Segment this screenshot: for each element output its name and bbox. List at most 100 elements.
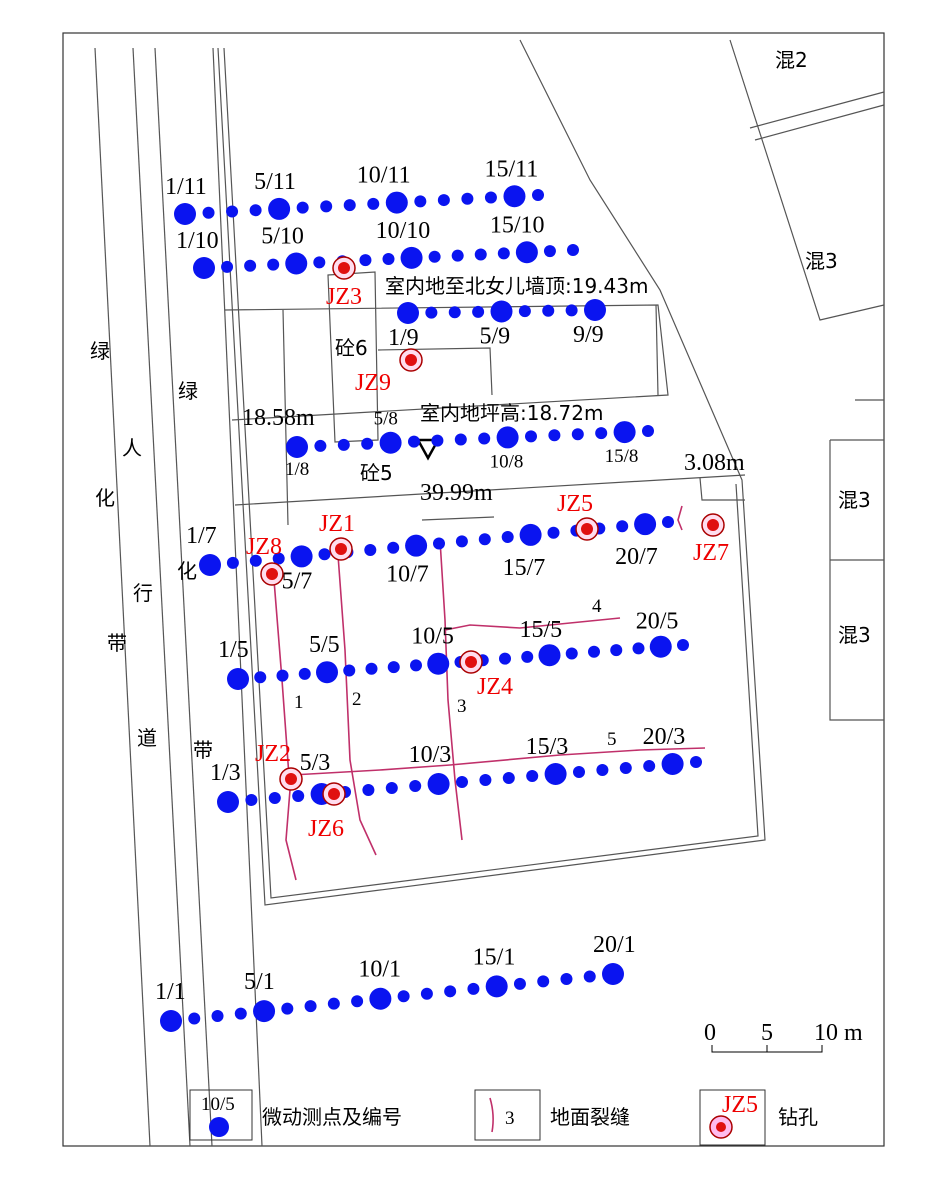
- measurement-point[interactable]: [526, 770, 539, 782]
- measurement-point[interactable]: [448, 306, 461, 319]
- major-measurement-point[interactable]: [400, 246, 423, 269]
- major-measurement-point[interactable]: [649, 635, 672, 658]
- measurement-point[interactable]: [221, 260, 234, 273]
- measurement-point[interactable]: [254, 671, 267, 684]
- measurement-point[interactable]: [542, 304, 555, 317]
- measurement-point[interactable]: [234, 1007, 247, 1020]
- measurement-point[interactable]: [478, 432, 491, 445]
- major-measurement-point[interactable]: [285, 252, 308, 275]
- measurement-point[interactable]: [588, 645, 600, 658]
- measurement-point[interactable]: [367, 197, 380, 210]
- major-measurement-point[interactable]: [613, 421, 636, 444]
- measurement-point[interactable]: [304, 1000, 317, 1013]
- measurement-point[interactable]: [276, 669, 289, 682]
- borehole-jz5[interactable]: JZ5: [557, 491, 599, 541]
- major-measurement-point[interactable]: [268, 197, 291, 220]
- measurement-point[interactable]: [616, 520, 629, 533]
- measurement-point[interactable]: [571, 428, 584, 441]
- major-measurement-point[interactable]: [227, 668, 249, 690]
- major-measurement-point[interactable]: [193, 257, 215, 279]
- measurement-point[interactable]: [420, 987, 433, 1000]
- measurement-point[interactable]: [298, 667, 311, 680]
- measurement-point[interactable]: [461, 192, 474, 205]
- measurement-point[interactable]: [226, 556, 239, 569]
- measurement-point[interactable]: [662, 516, 674, 528]
- measurement-point[interactable]: [267, 258, 280, 271]
- major-measurement-point[interactable]: [397, 302, 419, 324]
- measurement-point[interactable]: [619, 762, 632, 774]
- measurement-point[interactable]: [518, 305, 531, 318]
- measurement-point[interactable]: [451, 249, 464, 262]
- major-measurement-point[interactable]: [199, 554, 221, 576]
- measurement-point[interactable]: [501, 531, 514, 544]
- major-measurement-point[interactable]: [519, 523, 542, 546]
- borehole-jz2[interactable]: JZ2: [255, 741, 303, 791]
- measurement-point[interactable]: [244, 259, 257, 272]
- major-measurement-point[interactable]: [634, 513, 657, 536]
- major-measurement-point[interactable]: [538, 644, 561, 667]
- measurement-point[interactable]: [499, 652, 511, 665]
- measurement-point[interactable]: [387, 541, 400, 554]
- major-measurement-point[interactable]: [503, 185, 526, 208]
- major-measurement-point[interactable]: [427, 652, 450, 675]
- borehole-jz6[interactable]: JZ6: [308, 782, 346, 842]
- measurement-point[interactable]: [565, 647, 578, 660]
- measurement-point[interactable]: [318, 548, 331, 561]
- measurement-point[interactable]: [382, 253, 395, 265]
- measurement-point[interactable]: [596, 764, 609, 776]
- major-measurement-point[interactable]: [490, 300, 513, 323]
- measurement-point[interactable]: [548, 429, 561, 442]
- measurement-point[interactable]: [188, 1012, 201, 1025]
- measurement-point[interactable]: [632, 642, 645, 655]
- measurement-point[interactable]: [690, 756, 702, 768]
- measurement-point[interactable]: [478, 533, 491, 546]
- measurement-point[interactable]: [364, 543, 377, 556]
- major-measurement-point[interactable]: [661, 753, 684, 775]
- major-measurement-point[interactable]: [485, 975, 508, 998]
- measurement-point[interactable]: [543, 245, 556, 258]
- measurement-point[interactable]: [296, 201, 309, 214]
- measurement-point[interactable]: [410, 659, 422, 672]
- measurement-point[interactable]: [472, 305, 485, 318]
- measurement-point[interactable]: [387, 661, 400, 674]
- major-measurement-point[interactable]: [379, 431, 402, 454]
- measurement-point[interactable]: [359, 254, 372, 267]
- measurement-point[interactable]: [211, 1010, 224, 1023]
- measurement-point[interactable]: [428, 250, 441, 263]
- measurement-point[interactable]: [497, 247, 510, 260]
- measurement-point[interactable]: [249, 204, 262, 217]
- measurement-point[interactable]: [281, 1002, 294, 1015]
- measurement-point[interactable]: [547, 526, 560, 539]
- major-measurement-point[interactable]: [160, 1010, 182, 1032]
- measurement-point[interactable]: [444, 985, 457, 998]
- major-measurement-point[interactable]: [584, 299, 606, 321]
- measurement-point[interactable]: [343, 199, 356, 212]
- measurement-point[interactable]: [249, 554, 262, 567]
- major-measurement-point[interactable]: [217, 791, 239, 813]
- measurement-point[interactable]: [573, 766, 585, 778]
- major-measurement-point[interactable]: [544, 763, 567, 785]
- measurement-point[interactable]: [537, 975, 550, 988]
- measurement-point[interactable]: [361, 437, 374, 450]
- measurement-point[interactable]: [292, 790, 305, 802]
- measurement-point[interactable]: [337, 438, 350, 451]
- measurement-point[interactable]: [414, 195, 427, 208]
- measurement-point[interactable]: [642, 425, 654, 437]
- borehole-jz1[interactable]: JZ1: [319, 511, 355, 561]
- measurement-point[interactable]: [521, 650, 534, 663]
- measurement-point[interactable]: [437, 194, 450, 207]
- measurement-point[interactable]: [610, 644, 623, 657]
- major-measurement-point[interactable]: [290, 545, 313, 568]
- measurement-point[interactable]: [484, 191, 497, 204]
- major-measurement-point[interactable]: [405, 534, 428, 557]
- measurement-point[interactable]: [362, 784, 375, 796]
- measurement-point[interactable]: [343, 664, 356, 677]
- measurement-point[interactable]: [425, 306, 438, 319]
- measurement-point[interactable]: [320, 200, 333, 213]
- measurement-point[interactable]: [467, 982, 480, 995]
- major-measurement-point[interactable]: [316, 661, 338, 684]
- borehole-jz7[interactable]: JZ7: [693, 513, 729, 566]
- measurement-point[interactable]: [314, 439, 327, 452]
- measurement-point[interactable]: [397, 990, 410, 1003]
- measurement-point[interactable]: [408, 435, 420, 448]
